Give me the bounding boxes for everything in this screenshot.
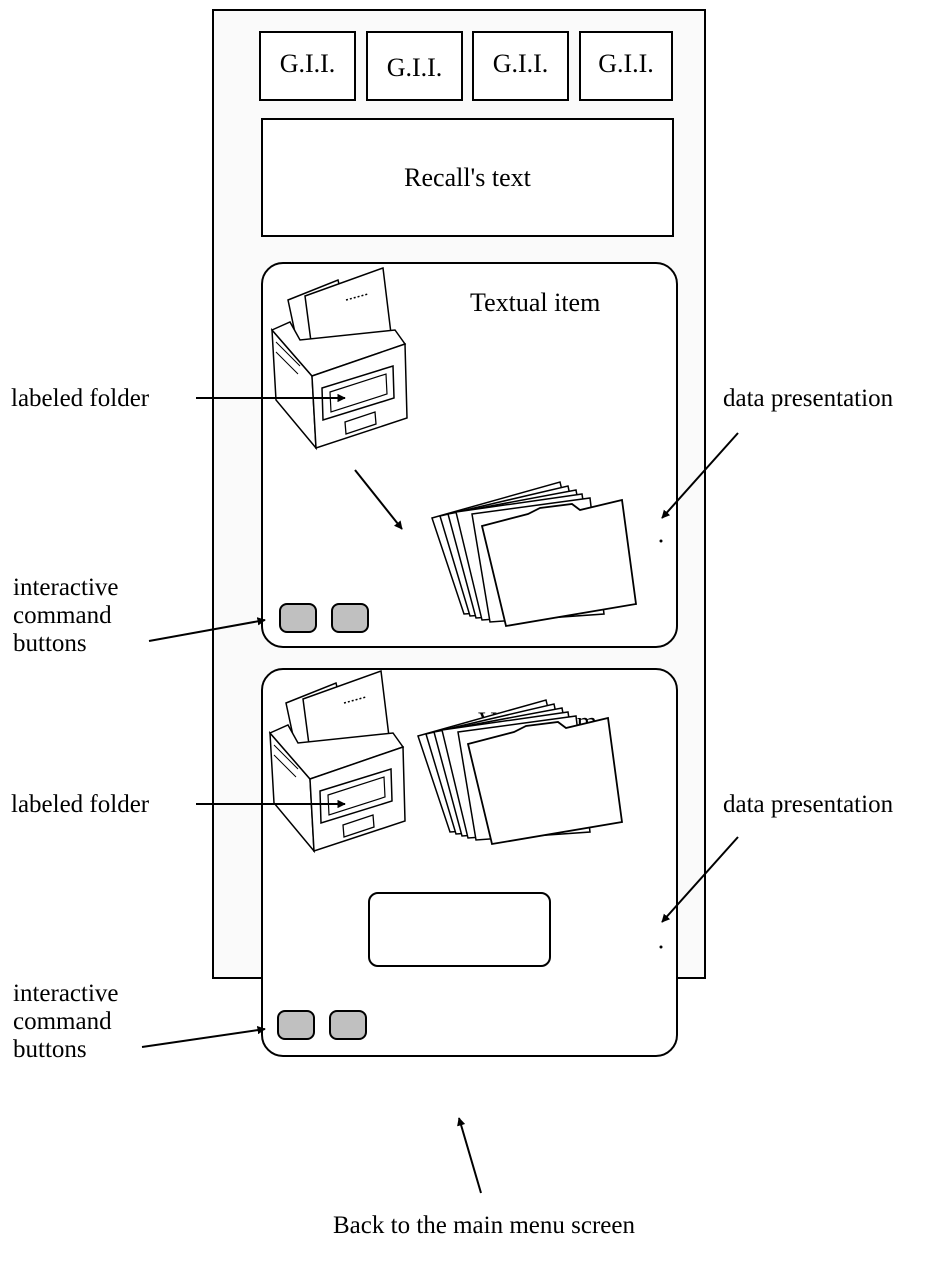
textual-data-annotation: data presentation: [723, 385, 894, 412]
textual-command-button-1[interactable]: [279, 603, 317, 633]
annotation-line: command: [13, 1008, 112, 1035]
annotation-line: interactive: [13, 980, 119, 1007]
annotation-line: buttons: [13, 1036, 87, 1063]
visual-buttons-annotation: interactive command buttons: [13, 980, 119, 1064]
gii-button-1[interactable]: G.I.I.: [259, 31, 356, 101]
recall-text-box: Recall's text: [261, 118, 674, 237]
visual-command-button-2[interactable]: [329, 1010, 367, 1040]
textual-item-title: Textual item: [470, 288, 601, 317]
visual-folder-annotation: labeled folder: [11, 791, 150, 818]
back-to-main-menu-button[interactable]: [368, 892, 551, 967]
gii-button-2[interactable]: G.I.I.: [366, 31, 463, 101]
textual-command-button-2[interactable]: [331, 603, 369, 633]
textual-buttons-annotation: interactive command buttons: [13, 574, 119, 658]
annotation-line: command: [13, 602, 112, 629]
textual-folder-annotation: labeled folder: [11, 385, 150, 412]
visual-data-annotation: data presentation: [723, 791, 894, 818]
back-annotation: Back to the main menu screen: [333, 1212, 635, 1239]
annotation-line: buttons: [13, 630, 87, 657]
annotation-line: interactive: [13, 574, 119, 601]
gii-button-3[interactable]: G.I.I.: [472, 31, 569, 101]
visual-command-button-1[interactable]: [277, 1010, 315, 1040]
gii-button-4[interactable]: G.I.I.: [579, 31, 673, 101]
